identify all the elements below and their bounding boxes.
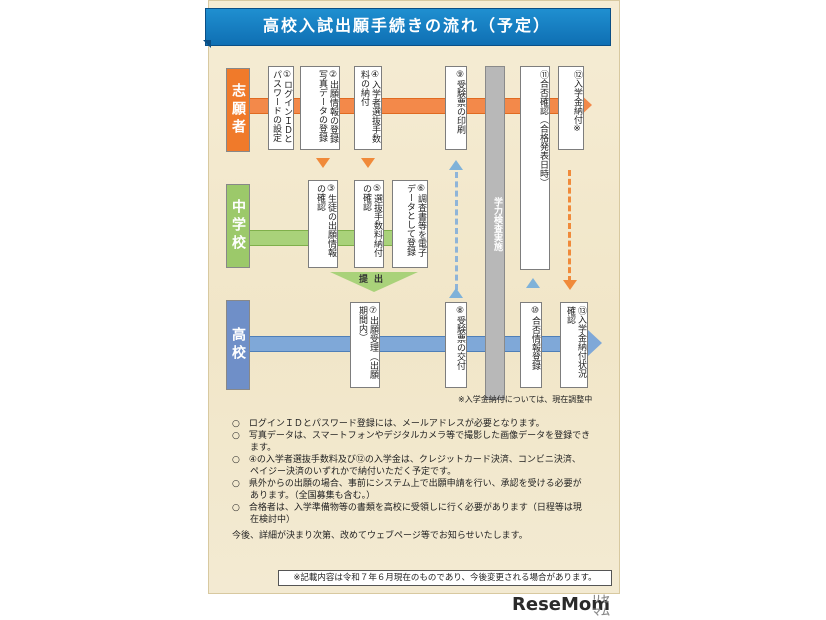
step-12-box: ⑫入学金納付※ — [558, 66, 584, 150]
note-line-8: ○ 合格者は、入学準備物等の書類を高校に受領しに行く必要があります（日程等は現 — [232, 503, 582, 513]
row-label-high-school: 高校 — [226, 300, 250, 390]
footer-notice: ※記載内容は令和７年６月現在のものであり、今後変更される場合があります。 — [278, 570, 612, 586]
dashed-line-9 — [455, 172, 458, 290]
arrow-up-9 — [449, 160, 463, 170]
logo-small-text: リセマム — [592, 595, 611, 618]
notes-block: ○ ログインＩＤとパスワード登録には、メールアドレスが必要となります。 ○ 写真… — [232, 418, 604, 526]
note-line-7: あります。（全国募集も含む。） — [232, 491, 376, 501]
arrow-up-8 — [449, 288, 463, 298]
resemom-logo: ReseMom リセマム — [512, 594, 611, 618]
step-8-box: ⑧受験票の交付 — [445, 302, 467, 388]
note-line-6: ○ 県外からの出願の場合、事前にシステム上で出願申請を行い、承認を受ける必要が — [232, 479, 582, 489]
arrow-down-4 — [361, 158, 375, 168]
note-line-9: 在検討中） — [232, 515, 296, 525]
note-line-4: ○ ④の入学者選抜手数料及び⑫の入学金は、クレジットカード決済、コンビニ決済、 — [232, 455, 581, 465]
submit-arrow — [330, 272, 418, 292]
arrow-down-2 — [316, 158, 330, 168]
submit-label: 提出 — [358, 275, 389, 285]
payment-footnote: ※入学金納付については、現在調整中 — [458, 395, 593, 404]
step-11-box: ⑪合否確認（合格発表日時） — [520, 66, 550, 270]
step-7-box: ⑦出願受理（出願期間内） — [350, 302, 380, 388]
step-9-box: ⑨受験票の印刷 — [445, 66, 467, 150]
title-banner — [205, 8, 611, 46]
step-6-box: ⑥調査書等を電子データとして登録 — [392, 180, 428, 268]
note-line-5: ペイジー決済のいずれかで納付いただく予定です。 — [232, 467, 457, 477]
exam-bar: 学力検査実施 — [485, 66, 505, 400]
banner-fold — [203, 40, 211, 48]
step-3-box: ③生徒の出願情報の確認 — [308, 180, 338, 268]
dashed-line-12 — [568, 170, 571, 282]
exam-label: 学力検査実施 — [492, 197, 502, 251]
step-4-box: ④入学者選抜手数料の納付 — [354, 66, 382, 150]
arrow-up-11 — [526, 278, 540, 288]
step-10-box: ⑩合否情報登録 — [520, 302, 542, 388]
step-2-box: ②出願情報の登録写真データの登録 — [300, 66, 340, 150]
step-5-box: ⑤選抜手数料納付の確認 — [354, 180, 384, 268]
step-1-box: ①ログインＩＤとパスワードの設定 — [268, 66, 294, 150]
step-13-box: ⑬入学金納付状況確認 — [560, 302, 588, 388]
arrow-down-12 — [563, 280, 577, 290]
logo-text: ReseMom — [512, 594, 611, 615]
note-line-3: ます。 — [232, 443, 277, 453]
row-label-junior-high: 中学校 — [226, 184, 250, 268]
band-arrow-head-hs — [588, 330, 602, 356]
row-label-applicant: 志願者 — [226, 68, 250, 152]
note-line-2: ○ 写真データは、スマートフォンやデジタルカメラ等で撮影した画像データを登録でき — [232, 431, 591, 441]
closing-text: 今後、詳細が決まり次第、改めてウェブページ等でお知らせいたします。 — [232, 531, 528, 541]
note-line-1: ○ ログインＩＤとパスワード登録には、メールアドレスが必要となります。 — [232, 419, 545, 429]
page-title: 高校入試出願手続きの流れ（予定） — [262, 16, 551, 35]
